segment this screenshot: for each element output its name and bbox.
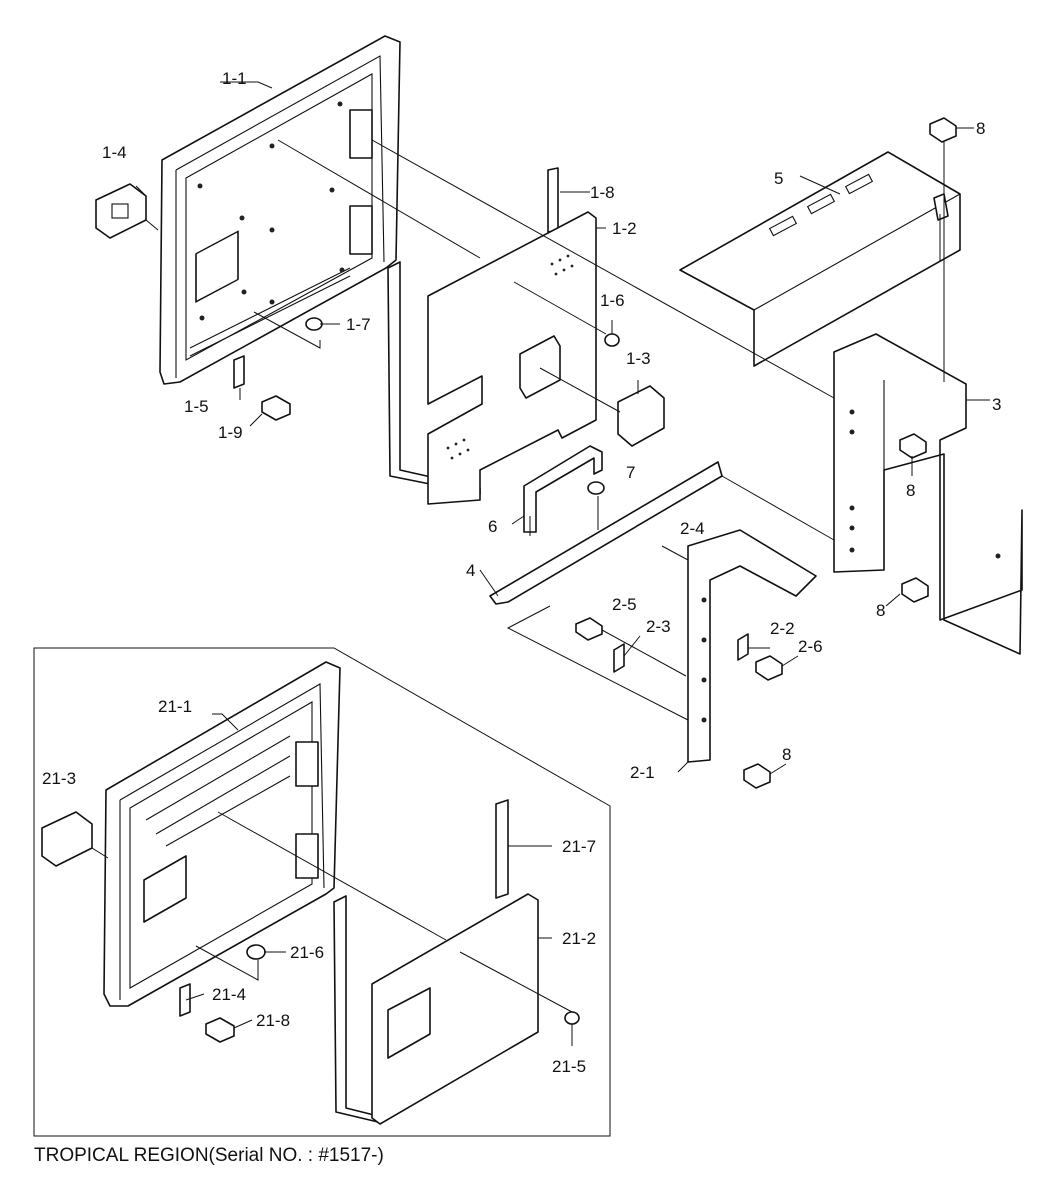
part-labels: 1-1 1-4 1-8 1-2 1-6 1-7 1-3 1-5 1-9 8 5 …: [42, 69, 1001, 1076]
tropical-region-caption: TROPICAL REGION(Serial NO. : #1517-): [34, 1145, 384, 1166]
part-1-2-panel: [427, 211, 597, 505]
part-8-bolts: [743, 117, 957, 789]
label-2-2: 2-2: [770, 619, 795, 638]
label-1-7: 1-7: [346, 315, 371, 334]
panel-vent-holes: [446, 254, 574, 460]
part-21-7-seal-strip: [333, 799, 509, 1123]
label-2-5: 2-5: [612, 595, 637, 614]
label-7: 7: [626, 463, 635, 482]
label-1-1: 1-1: [222, 69, 247, 88]
frame-studs: [197, 101, 345, 321]
label-21-1: 21-1: [158, 697, 192, 716]
label-2-4: 2-4: [680, 519, 705, 538]
part-4-rail: [489, 461, 723, 605]
label-1-3: 1-3: [626, 349, 651, 368]
part-1-5-bracket: [233, 355, 245, 389]
part-1-6-cap: [604, 333, 620, 347]
label-21-5: 21-5: [552, 1057, 586, 1076]
label-2-3: 2-3: [646, 617, 671, 636]
part-2-5-nut: [575, 617, 603, 641]
part-2-2-clip: [737, 633, 749, 661]
label-3: 3: [992, 395, 1001, 414]
leader-lines: [91, 81, 990, 1046]
label-21-3: 21-3: [42, 769, 76, 788]
label-21-4: 21-4: [212, 985, 246, 1004]
part-1-9-bolt: [261, 395, 291, 421]
part-6-handle: [523, 445, 603, 533]
part-21-5-cap: [564, 1011, 580, 1025]
part-3-side-bracket: [833, 333, 1023, 655]
label-21-8: 21-8: [256, 1011, 290, 1030]
part-2-3-clip: [613, 643, 625, 673]
part-21-1-cover-frame: [103, 661, 341, 1007]
label-1-9: 1-9: [218, 423, 243, 442]
part-7-grommet: [587, 481, 605, 495]
part-1-1-cover-frame: [159, 35, 401, 385]
label-8-bottom: 8: [782, 745, 791, 764]
label-1-8: 1-8: [590, 183, 615, 202]
label-1-2: 1-2: [612, 219, 637, 238]
label-21-7: 21-7: [562, 837, 596, 856]
part-21-3-switch: [41, 811, 93, 867]
label-1-6: 1-6: [600, 291, 625, 310]
label-6: 6: [488, 517, 497, 536]
label-8-lower-right: 8: [876, 601, 885, 620]
part-2-1-l-bracket: [687, 529, 817, 763]
label-1-4: 1-4: [102, 143, 127, 162]
part-21-4-bracket: [179, 983, 191, 1017]
label-21-6: 21-6: [290, 943, 324, 962]
label-21-2: 21-2: [562, 929, 596, 948]
label-4: 4: [466, 561, 475, 580]
tropical-region-outline: [33, 647, 611, 1137]
label-5: 5: [774, 169, 783, 188]
part-1-3-knob: [617, 385, 665, 447]
label-2-1: 2-1: [630, 763, 655, 782]
label-1-5: 1-5: [184, 397, 209, 416]
part-2-6-bolt: [755, 655, 783, 681]
part-5-top-bracket: [679, 151, 961, 367]
part-21-2-panel: [371, 893, 539, 1125]
part-1-4-switch: [95, 183, 147, 239]
label-8-right: 8: [906, 481, 915, 500]
label-2-6: 2-6: [798, 637, 823, 656]
part-21-8-bolt: [205, 1017, 235, 1043]
label-8-top: 8: [976, 119, 985, 138]
part-1-7-grommet: [305, 317, 323, 331]
part-21-6-grommet: [246, 944, 266, 960]
